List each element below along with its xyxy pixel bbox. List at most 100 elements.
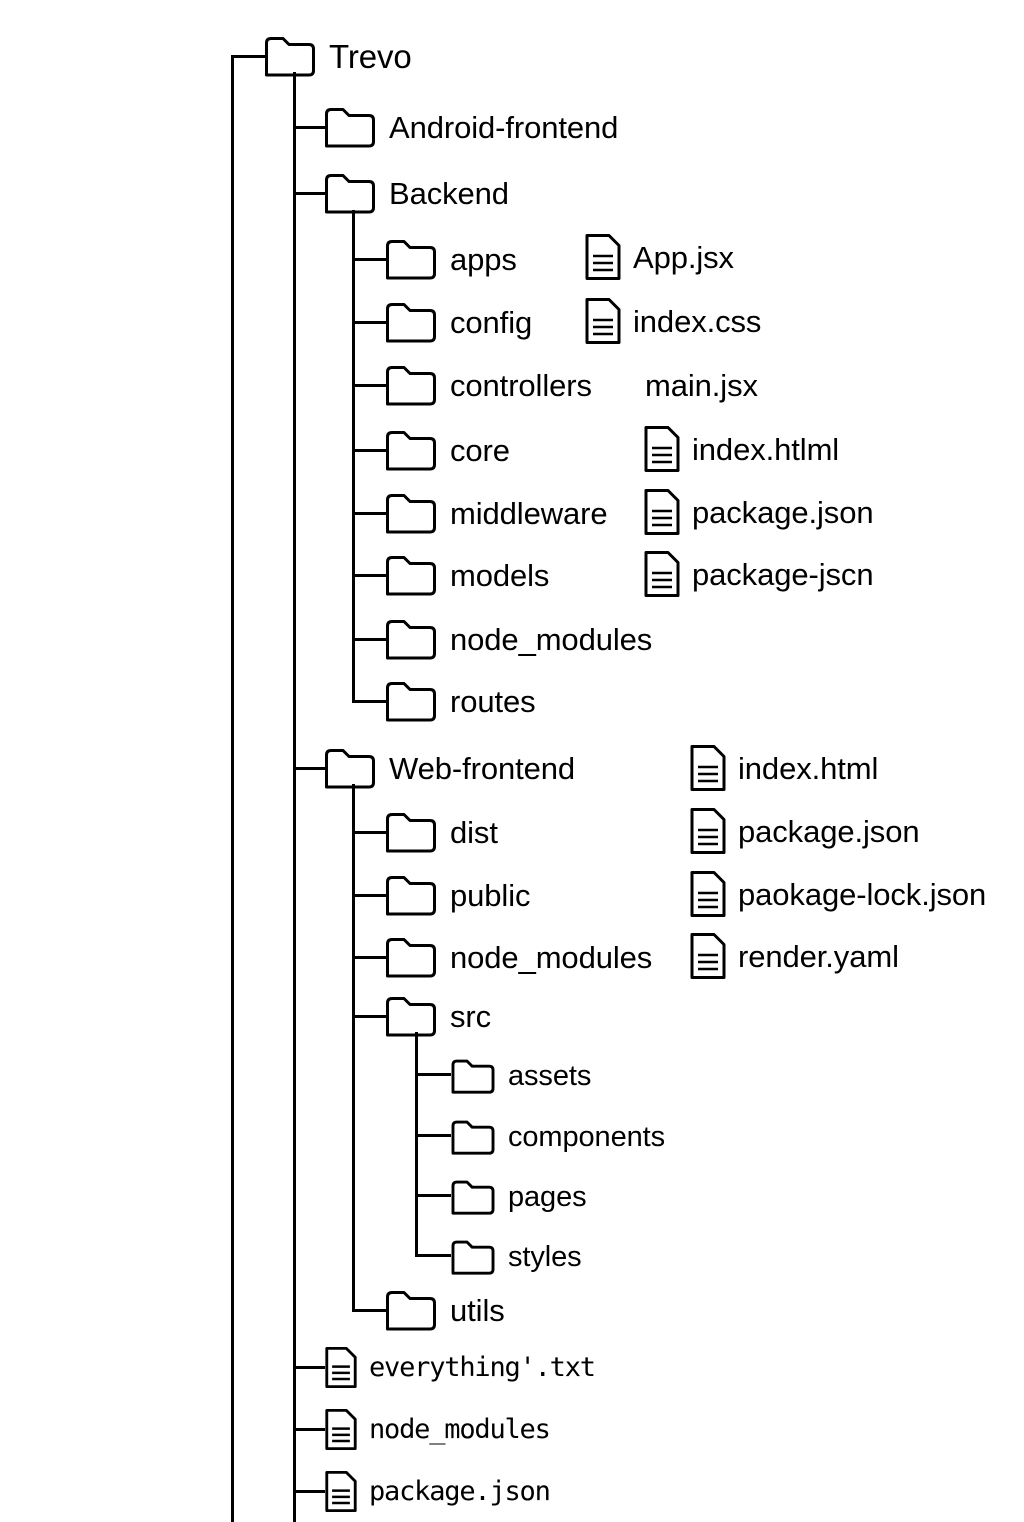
folder-icon <box>384 554 438 596</box>
folder-icon <box>384 811 438 853</box>
folder-icon <box>384 492 438 534</box>
tree-node-label: routes <box>450 683 536 719</box>
folder-icon <box>450 1179 496 1215</box>
tree-node-app-jsx[interactable]: App.jsx <box>585 234 734 280</box>
web-frontend-child-line-0 <box>352 831 386 834</box>
tree-node-src[interactable]: src <box>384 993 491 1039</box>
tree-node-pages[interactable]: pages <box>450 1174 587 1220</box>
folder-icon <box>384 680 438 722</box>
src-child-line-0 <box>415 1073 451 1076</box>
tree-node-models[interactable]: models <box>384 552 549 598</box>
tree-node-label: index.htlml <box>692 431 840 467</box>
tree-node-label: models <box>450 557 550 593</box>
file-icon <box>325 1408 357 1450</box>
tree-node-web-index-html[interactable]: index.html <box>690 745 878 791</box>
file-icon <box>690 871 726 917</box>
tree-node-label: index.css <box>633 303 762 339</box>
tree-node-label: package.json <box>692 494 874 530</box>
folder-icon <box>450 1119 496 1155</box>
branch-line-android-frontend <box>293 126 325 129</box>
tree-node-everything-txt[interactable]: everything'.txt <box>325 1344 596 1390</box>
tree-node-label: node_modules <box>450 621 653 657</box>
file-icon <box>325 1470 357 1512</box>
tree-node-middleware[interactable]: middleware <box>384 490 608 536</box>
folder-icon <box>384 1289 438 1331</box>
backend-trunk-line <box>352 210 355 702</box>
tree-node-label: node_modules <box>369 1413 551 1445</box>
tree-node-index-htlml[interactable]: index.htlml <box>644 426 839 472</box>
folder-icon <box>384 874 438 916</box>
tree-node-utils[interactable]: utils <box>384 1287 505 1333</box>
src-child-line-3 <box>415 1254 451 1257</box>
tree-node-render-yaml[interactable]: render.yaml <box>690 933 899 979</box>
tree-node-label: everything'.txt <box>369 1351 596 1383</box>
tree-node-web-node-modules[interactable]: node_modules <box>384 934 652 980</box>
tree-node-label: paokage-lock.json <box>738 876 987 912</box>
tree-node-label: main.jsx <box>645 367 758 403</box>
tree-node-root-node-modules[interactable]: node_modules <box>325 1406 551 1452</box>
tree-node-apps[interactable]: apps <box>384 236 517 282</box>
file-icon <box>644 426 680 472</box>
backend-child-line-0 <box>352 258 386 261</box>
file-icon <box>690 808 726 854</box>
tree-node-main-jsx[interactable]: main.jsx <box>645 362 758 408</box>
tree-node-package-jscn[interactable]: package-jscn <box>644 551 874 597</box>
tree-node-label: pages <box>508 1180 587 1213</box>
tree-node-index-css[interactable]: index.css <box>585 298 761 344</box>
folder-icon <box>384 995 438 1037</box>
tree-node-components[interactable]: components <box>450 1114 665 1160</box>
tree-node-root-package-json[interactable]: package.json <box>325 1468 551 1514</box>
tree-node-label: styles <box>508 1240 582 1273</box>
tree-node-label: src <box>450 998 492 1034</box>
tree-node-label: utils <box>450 1292 505 1328</box>
file-icon <box>585 298 621 344</box>
src-trunk-line <box>415 1032 418 1255</box>
folder-icon <box>323 106 377 148</box>
branch-line-everything-txt <box>293 1366 325 1369</box>
tree-node-label: index.html <box>738 750 879 786</box>
folder-icon <box>384 364 438 406</box>
tree-node-label: Web-frontend <box>389 750 576 786</box>
tree-node-routes[interactable]: routes <box>384 678 536 724</box>
root-trunk-line <box>293 72 296 1522</box>
folder-icon <box>384 429 438 471</box>
branch-line-node-modules-file <box>293 1428 325 1431</box>
folder-icon <box>384 936 438 978</box>
tree-node-label: render.yaml <box>738 938 899 974</box>
tree-node-web-package-json[interactable]: package.json <box>690 808 920 854</box>
tree-node-core[interactable]: core <box>384 427 510 473</box>
branch-line-package-json-file <box>293 1490 325 1493</box>
branch-line-backend <box>293 192 325 195</box>
file-icon <box>325 1346 357 1388</box>
tree-node-styles[interactable]: styles <box>450 1234 582 1280</box>
tree-node-paokage-lock-json[interactable]: paokage-lock.json <box>690 871 986 917</box>
tree-node-backend[interactable]: Backend <box>323 170 509 216</box>
tree-node-trevo[interactable]: Trevo <box>263 33 412 79</box>
tree-node-android-frontend[interactable]: Android-frontend <box>323 104 618 150</box>
backend-child-line-3 <box>352 449 386 452</box>
branch-line-web-frontend <box>293 767 325 770</box>
file-icon <box>690 745 726 791</box>
tree-node-public[interactable]: public <box>384 872 531 918</box>
tree-node-assets[interactable]: assets <box>450 1053 591 1099</box>
file-icon <box>690 933 726 979</box>
tree-node-controllers[interactable]: controllers <box>384 362 592 408</box>
tree-node-label: assets <box>508 1059 592 1092</box>
tree-node-label: package-jscn <box>692 556 874 592</box>
tree-node-backend-package-json[interactable]: package.json <box>644 489 874 535</box>
backend-child-line-2 <box>352 384 386 387</box>
web-frontend-child-line-2 <box>352 956 386 959</box>
root-connector-line <box>231 55 265 58</box>
web-frontend-child-line-1 <box>352 894 386 897</box>
tree-node-label: App.jsx <box>633 239 734 275</box>
tree-node-label: node_modules <box>450 939 653 975</box>
outer-rail-line <box>231 55 234 1522</box>
tree-node-backend-node-modules[interactable]: node_modules <box>384 616 652 662</box>
tree-node-web-frontend[interactable]: Web-frontend <box>323 745 575 791</box>
tree-node-label: package.json <box>369 1475 551 1507</box>
tree-node-dist[interactable]: dist <box>384 809 498 855</box>
tree-node-config[interactable]: config <box>384 299 532 345</box>
tree-node-label: controllers <box>450 367 592 403</box>
tree-node-label: Backend <box>389 175 509 211</box>
